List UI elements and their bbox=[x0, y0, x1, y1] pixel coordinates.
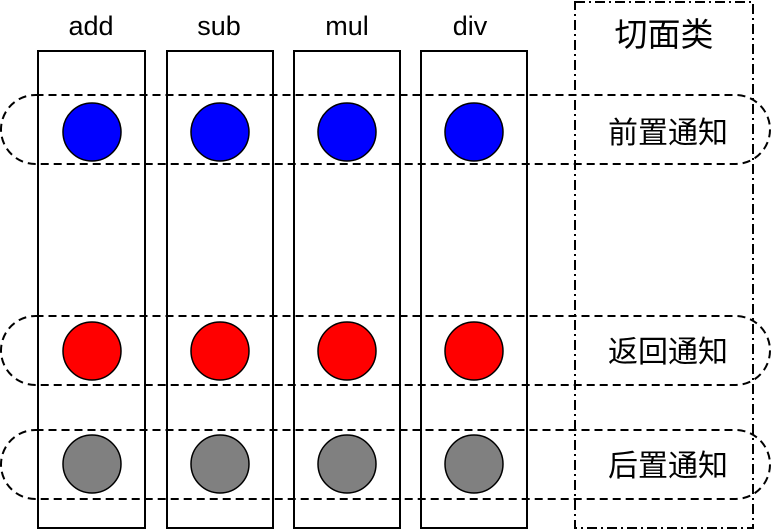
aspect-class-label: 切面类 bbox=[615, 15, 714, 54]
advice-dot-sub-0 bbox=[190, 102, 250, 162]
advice-dot-mul-1 bbox=[317, 321, 377, 381]
row-label-after-advice: 后置通知 bbox=[608, 449, 728, 484]
method-column-add bbox=[37, 50, 146, 529]
column-label-sub: sub bbox=[197, 11, 241, 41]
row-label-before-advice: 前置通知 bbox=[608, 116, 728, 151]
row-label-after-returning-advice: 返回通知 bbox=[608, 335, 728, 370]
method-columns bbox=[37, 50, 528, 529]
column-label-mul: mul bbox=[325, 11, 369, 41]
advice-dot-add-2 bbox=[62, 434, 122, 494]
advice-dot-mul-0 bbox=[317, 102, 377, 162]
advice-row-outline-1 bbox=[0, 315, 771, 386]
method-column-mul bbox=[293, 50, 401, 529]
method-column-sub bbox=[166, 50, 274, 529]
advice-dot-div-2 bbox=[444, 434, 504, 494]
column-label-div: div bbox=[453, 11, 488, 41]
advice-rows bbox=[0, 94, 771, 500]
aspect-class-box bbox=[574, 1, 754, 529]
column-label-add: add bbox=[68, 11, 113, 41]
advice-dot-add-0 bbox=[62, 102, 122, 162]
advice-dot-sub-1 bbox=[190, 321, 250, 381]
advice-dot-div-0 bbox=[444, 102, 504, 162]
advice-row-outline-2 bbox=[0, 429, 771, 500]
advice-dot-mul-2 bbox=[317, 434, 377, 494]
advice-row-outline-0 bbox=[0, 94, 771, 165]
method-column-div bbox=[420, 50, 528, 529]
advice-dot-add-1 bbox=[62, 321, 122, 381]
advice-dot-sub-2 bbox=[190, 434, 250, 494]
advice-dot-div-1 bbox=[444, 321, 504, 381]
